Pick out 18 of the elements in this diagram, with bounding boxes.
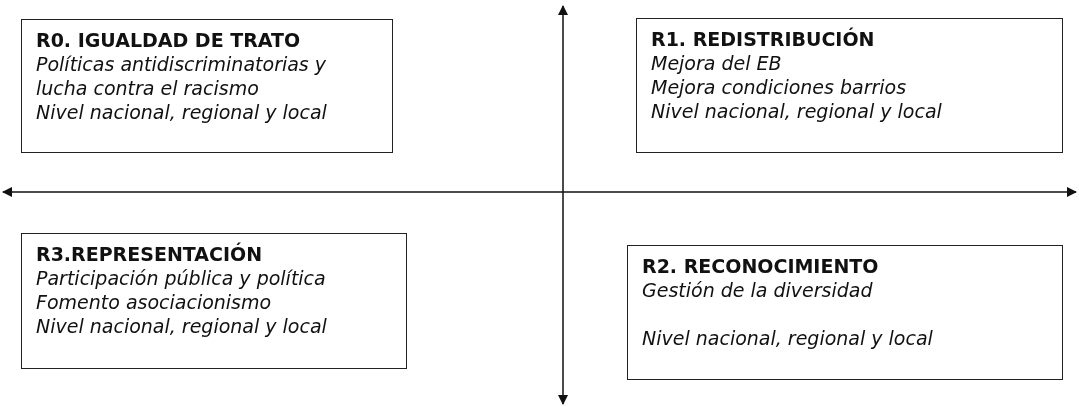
quadrant-text: Nivel nacional, regional y local: [642, 326, 934, 350]
quadrant-heading: R0. IGUALDAD DE TRATO: [36, 28, 302, 52]
quadrant-text: Fomento asociacionismo: [36, 290, 273, 314]
quadrant-text: Políticas antidiscriminatorias y lucha contra el racismo: [36, 52, 328, 100]
quadrant-text: Nivel nacional, regional y local: [36, 314, 328, 338]
quadrant-text: Nivel nacional, regional y local: [651, 99, 943, 123]
quadrant-box: [21, 19, 393, 153]
quadrant-text: Mejora del EB: [651, 51, 783, 75]
quadrant-text: Gestión de la diversidad: [642, 278, 874, 302]
quadrant-box: [636, 18, 1063, 153]
quadrant-text: Mejora condiciones barrios: [651, 75, 908, 99]
quadrant-heading: R2. RECONOCIMIENTO: [642, 254, 880, 278]
quadrant-box: [21, 233, 407, 369]
quadrant-text: Participación pública y política: [36, 266, 327, 290]
quadrant-text: Nivel nacional, regional y local: [36, 100, 328, 124]
quadrant-heading: R3.REPRESENTACIÓN: [36, 242, 264, 266]
quadrant-heading: R1. REDISTRIBUCIÓN: [651, 27, 876, 51]
quadrant-box: [627, 245, 1063, 380]
